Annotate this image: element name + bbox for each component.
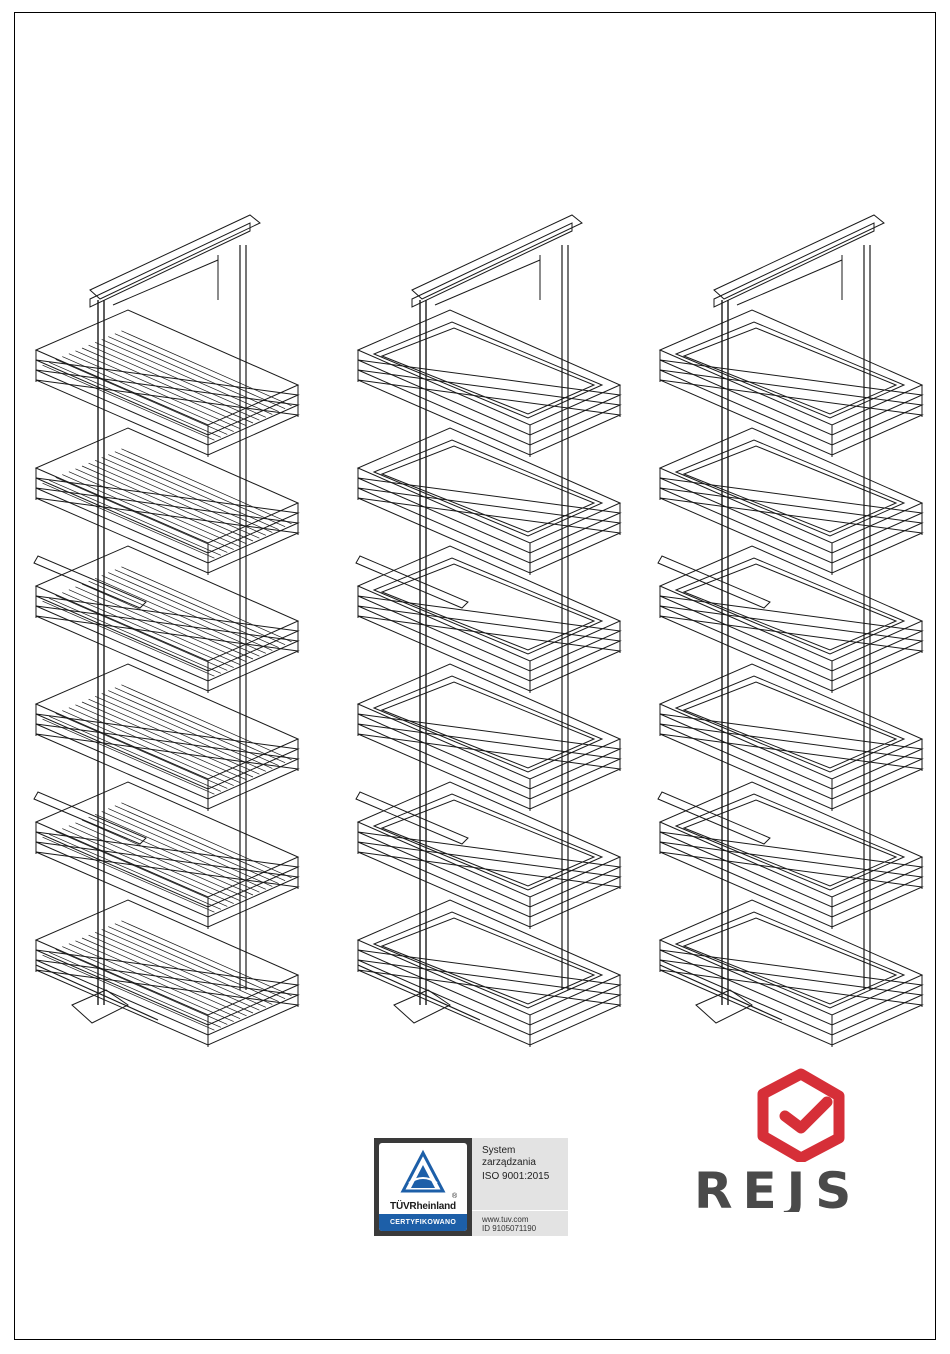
cert-line-iso: ISO 9001:2015 [482,1171,549,1183]
cert-line-system: System [482,1145,515,1157]
top-rail-side [714,223,874,307]
shelf-outline [358,546,620,661]
shelf-outline [660,664,922,779]
cert-separator [472,1210,568,1211]
wire-basket-bar [108,455,278,530]
wire-basket-bar [56,477,228,552]
wire-basket-bar [43,601,215,676]
shelf-outline [660,546,922,661]
wire-basket-bar [43,837,215,912]
bottom-rail [660,965,782,1020]
wire-basket-bar [43,483,215,558]
wire-basket-bar [102,457,273,532]
wire-basket-bar [69,590,240,665]
wire-basket-bar [108,337,278,412]
wire-basket-bar [108,573,278,648]
wire-basket-bar [69,826,240,901]
shelf-outline [660,900,922,1015]
wire-basket-bar [115,334,285,409]
guide-bracket [356,792,468,844]
rejs-wordmark-text: REJS [694,1164,861,1212]
cert-badge-frame: ® TÜVRheinland CERTYFIKOWANO [374,1138,472,1236]
rejs-wordmark: REJS [694,1164,906,1212]
rejs-logo-mark-icon [755,1068,845,1162]
cert-line-management: zarządzania [482,1157,536,1169]
wire-basket-bar [102,811,273,886]
shelf-outline [358,782,620,897]
cert-band-label: CERTYFIKOWANO [379,1214,467,1231]
guide-bracket [658,792,770,844]
shelf-outline [358,664,620,779]
wire-basket-bar [69,472,240,547]
wire-basket-bar [56,713,228,788]
wire-basket-bar [108,809,278,884]
wire-basket-bar [69,708,240,783]
wire-basket-bar [108,927,278,1002]
bottom-rail [358,965,480,1020]
wire-basket-bar [62,357,233,432]
shelf-outline [358,428,620,543]
wire-basket-bar [108,691,278,766]
cert-url: www.tuv.com [482,1215,529,1224]
guide-bracket [356,556,468,608]
top-handle-bar [435,260,540,305]
shelf-outline [358,900,620,1015]
cert-badge-inner: ® TÜVRheinland CERTYFIKOWANO [379,1143,467,1231]
wire-basket-bar [43,719,215,794]
top-rail-side [412,223,572,307]
registered-mark: ® [452,1193,457,1200]
pantry-unit-solid-trays-alt-illustration [652,205,942,1050]
top-handle-bar [113,260,218,305]
wire-basket-bar [62,711,233,786]
wire-basket-bar [102,693,273,768]
wire-basket-bar [62,829,233,904]
wire-basket-bar [115,924,285,999]
shelf-outline [660,782,922,897]
shelf-outline [660,310,922,425]
wire-basket-bar [62,593,233,668]
certification-badge: ® TÜVRheinland CERTYFIKOWANO System zarz… [374,1138,568,1236]
wire-basket-bar [62,475,233,550]
wire-basket-bar [69,944,240,1019]
wire-basket-bar [69,354,240,429]
top-rail-side [90,223,250,307]
top-handle-bar [737,260,842,305]
cert-brand-name: TÜVRheinland [379,1201,467,1212]
wire-basket-bar [115,688,285,763]
wire-basket-bar [102,339,273,414]
wire-basket-bar [62,947,233,1022]
pantry-unit-wire-baskets-illustration [28,205,318,1050]
wire-basket-bar [43,365,215,440]
cert-info-panel: System zarządzania ISO 9001:2015 www.tuv… [472,1138,568,1236]
shelf-outline [660,428,922,543]
cert-id: ID 9105071190 [482,1224,536,1233]
guide-bracket [658,556,770,608]
wire-basket-bar [115,452,285,527]
wire-basket-bar [43,955,215,1030]
shelf-outline [358,310,620,425]
wire-basket-bar [102,575,273,650]
wire-basket-bar [102,929,273,1004]
wire-basket-bar [56,359,228,434]
pantry-unit-solid-trays-illustration [350,205,640,1050]
